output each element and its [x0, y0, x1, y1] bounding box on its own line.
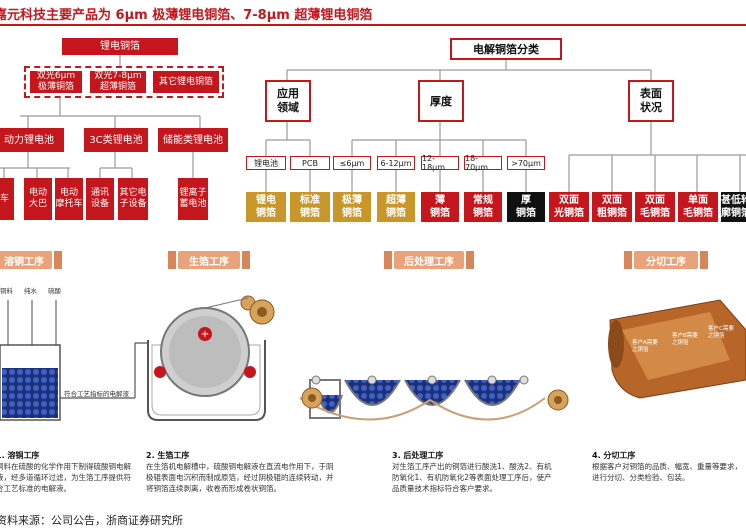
svg-text:+: + [201, 329, 209, 340]
desc-dissolve-head: 1. 溶铜工序 [0, 451, 40, 460]
input-acid-label: 硫酸 [48, 287, 61, 295]
desc-dissolve-body: 铜料在硫酸的化学作用下制得硫酸铜电解液，经多道循环过滤，为生箔工序提供符合工艺标… [0, 462, 131, 493]
desc-post-treatment-body: 对生箔工序产出的铜箔进行酸洗1、酸洗2、有机防氧化1、有机防氧化2等表面处理工序… [392, 462, 552, 493]
product-6um: 双光6μm 极薄铜箔 [30, 71, 82, 93]
desc-dissolve: 1. 溶铜工序 铜料在硫酸的化学作用下制得硫酸铜电解液，经多道循环过滤，为生箔工… [0, 450, 132, 494]
category-3c-battery: 3C类锂电池 [84, 128, 148, 152]
tile-regular-foil: 常规 铜箔 [464, 192, 502, 222]
label-pcb: PCB [290, 156, 330, 170]
label-6-12um: 6-12μm [377, 156, 415, 170]
slitting-rolls [608, 299, 746, 399]
desc-raw-foil: 2. 生箔工序 在生箔机电解槽中，硫酸铜电解液在直流电作用下，于阴极辊表面电沉积… [146, 450, 336, 494]
leaf-ebus: 电动 大巴 [24, 178, 52, 220]
stage-dissolve: 溶铜工序 [0, 251, 62, 269]
source-note: 资料来源：公司公告，浙商证券研究所 [0, 514, 183, 527]
stage-slitting: 分切工序 [624, 251, 708, 269]
tile-double-rough: 双面 粗铜箔 [592, 192, 632, 222]
tile-ultra-thin-foil: 超薄 铜箔 [377, 192, 415, 222]
desc-slitting-head: 4. 分切工序 [592, 451, 636, 460]
product-dashed-frame [24, 66, 224, 98]
input-copper-label: 铜料 [0, 287, 13, 295]
category-storage-battery: 储能类锂电池 [158, 128, 228, 152]
roll-label-a: 客户A需要 之铜箔 [632, 340, 658, 353]
title-rule [0, 24, 746, 26]
tile-vlp-foil: 甚低轮 廓铜箔 [721, 192, 746, 222]
label-18-70um: 18-70μm [464, 154, 502, 172]
desc-raw-foil-head: 2. 生箔工序 [146, 451, 190, 460]
desc-post-treatment: 3. 后处理工序 对生箔工序产出的铜箔进行酸洗1、酸洗2、有机防氧化1、有机防氧… [392, 450, 552, 494]
desc-slitting: 4. 分切工序 根据客户对铜箔的品质、幅宽、重量等要求，进行分切、分类检验、包装… [592, 450, 744, 483]
leaf-li-storage: 锂离子 蓄电池 [178, 178, 208, 220]
tile-standard-foil: 标准 铜箔 [290, 192, 330, 222]
right-root-box: 电解铜箔分类 [450, 38, 562, 60]
tile-lithium-foil: 锂电 铜箔 [246, 192, 286, 222]
electrolyte-note: 符合工艺指标的电解液 [64, 390, 129, 398]
tile-thin-foil: 薄 铜箔 [421, 192, 459, 222]
leaf-emotorcycle: 电动 摩托车 [55, 178, 83, 220]
category-power-battery: 动力锂电池 [0, 128, 64, 152]
tile-double-shiny: 双面 光铜箔 [549, 192, 589, 222]
roll-label-b: 客户B需要 之铜箔 [672, 333, 698, 346]
label-gt70um: >70μm [507, 156, 545, 170]
stage-raw-foil: 生箔工序 [168, 251, 250, 269]
group-surface: 表面 状况 [628, 80, 674, 122]
tile-single-matte: 单面 毛铜箔 [678, 192, 718, 222]
desc-slitting-body: 根据客户对铜箔的品质、幅宽、重量等要求，进行分切、分类检验、包装。 [592, 462, 742, 482]
post-treatment-line [249, 299, 569, 421]
tile-thick-foil: 厚 铜箔 [507, 192, 545, 222]
desc-raw-foil-body: 在生箔机电解槽中，硫酸铜电解液在直流电作用下，于阴极辊表面电沉积而制成原箔，经过… [146, 462, 334, 493]
desc-post-treatment-head: 3. 后处理工序 [392, 451, 444, 460]
input-water-label: 纯水 [24, 287, 37, 295]
leaf-car: 汽车 [0, 178, 14, 220]
label-le6um: ≤6μm [333, 156, 371, 170]
leaf-other-electronics: 其它电 子设备 [118, 178, 148, 220]
stage-post-treatment: 后处理工序 [384, 251, 474, 269]
product-7-8um: 双光7-8μm 超薄铜箔 [90, 71, 146, 93]
left-root-box: 锂电铜箔 [62, 38, 178, 55]
label-12-18um: 12-18μm [421, 154, 459, 172]
dissolve-tank [0, 300, 160, 421]
page-title: 嘉元科技主要产品为 6μm 极薄锂电铜箔、7-8μm 超薄锂电铜箔 [0, 8, 373, 23]
roll-label-c: 客户C需要 之铜箔 [708, 326, 734, 339]
product-other: 其它锂电铜箔 [153, 71, 219, 93]
leaf-telecom: 通讯 设备 [86, 178, 114, 220]
group-application: 应用 领域 [265, 80, 311, 122]
label-lithium: 锂电池 [246, 156, 286, 170]
tile-double-matte: 双面 毛铜箔 [635, 192, 675, 222]
group-thickness: 厚度 [418, 80, 464, 122]
tile-extra-thin-foil: 极薄 铜箔 [333, 192, 371, 222]
